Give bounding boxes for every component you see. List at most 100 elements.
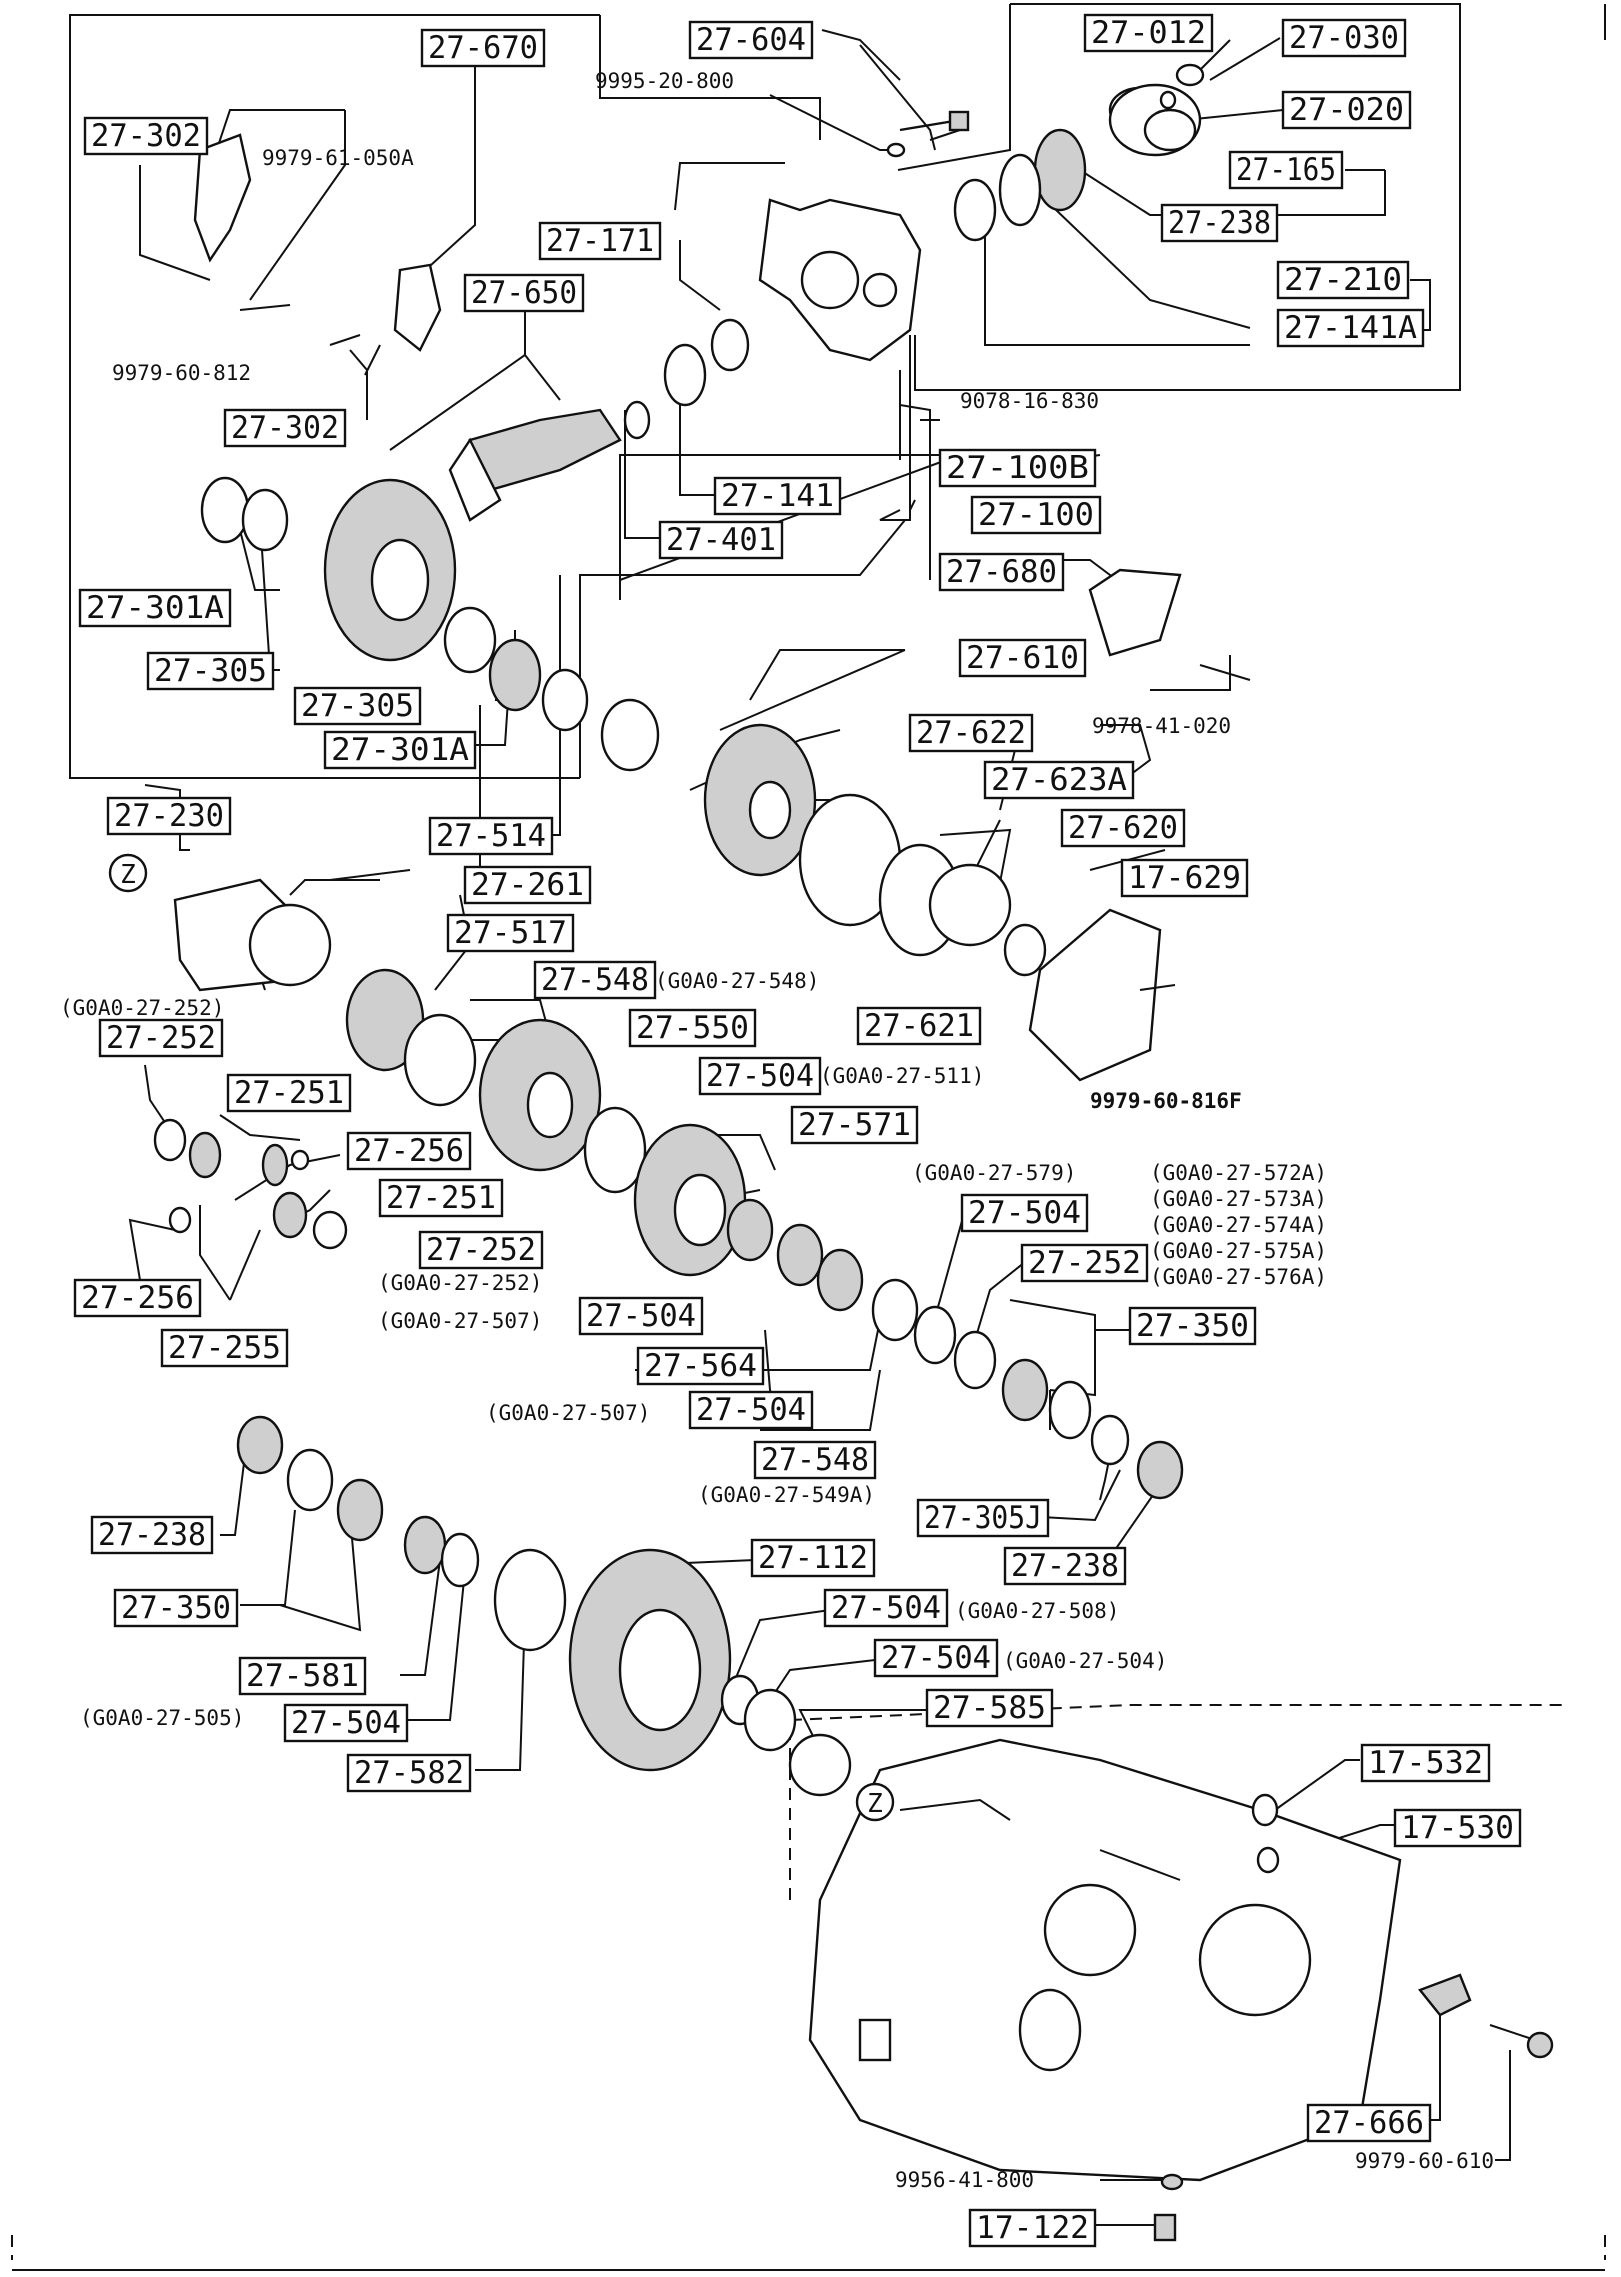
- part-label-27-305: 27-305: [293, 686, 422, 726]
- part-label-27-171: 27-171: [538, 221, 662, 261]
- part-label-text: 27-504: [831, 1590, 941, 1626]
- bracket-27-666-part: [1418, 1973, 1472, 2017]
- part-label-text: 27-514: [436, 818, 546, 854]
- plain-labels: 9995-20-800 9979-61-050A 9979-60-812 907…: [60, 69, 1494, 2192]
- part-label-box: [463, 273, 585, 313]
- part-label-box: [1120, 858, 1249, 898]
- part-label-box: [713, 476, 842, 516]
- part-label-box: [698, 1056, 822, 1096]
- part-label-text: 27-141: [721, 478, 834, 514]
- part-label-text: 27-305: [154, 653, 267, 689]
- part-label-text: 27-210: [1284, 262, 1402, 298]
- part-label-17-532: 17-532: [1360, 1743, 1491, 1783]
- part-label-box: [346, 1753, 472, 1793]
- part-label-box: [753, 1440, 877, 1480]
- pinion-27-255-part: [261, 1143, 289, 1187]
- part-label-text: 27-302: [231, 410, 339, 446]
- part-label-text: 17-122: [976, 2210, 1089, 2246]
- part-label-27-504: 27-504: [688, 1390, 814, 1430]
- part-label-27-030: 27-030: [1281, 18, 1407, 58]
- part-label-27-550: 27-550: [628, 1008, 757, 1048]
- part-label-box: [293, 686, 422, 726]
- part-label-text: 27-650: [471, 275, 577, 311]
- part-label-text: 27-305: [301, 688, 414, 724]
- part-label-27-301a: 27-301A: [323, 730, 477, 770]
- part-label-text: 27-238: [1011, 1548, 1119, 1584]
- drain-plug-17-122-part: [1153, 2213, 1177, 2242]
- part-label-box: [856, 1006, 982, 1046]
- bolt-9979-610-part: [1489, 2024, 1554, 2059]
- label-g0a0-27-508: (G0A0-27-508): [955, 1599, 1119, 1623]
- part-label-text: 27-100: [978, 497, 1094, 533]
- part-label-27-564: 27-564: [636, 1346, 765, 1386]
- part-label-text: 27-517: [454, 915, 567, 951]
- flange-27-012-part: [1108, 83, 1202, 157]
- bolt-9978-part: [1199, 664, 1251, 681]
- part-label-27-251: 27-251: [378, 1178, 504, 1218]
- part-label-box: [916, 1498, 1050, 1538]
- part-label-box: [106, 796, 232, 836]
- part-label-box: [283, 1703, 409, 1743]
- part-label-27-620: 27-620: [1060, 808, 1186, 848]
- part-label-text: 27-622: [916, 715, 1026, 751]
- part-label-box: [688, 20, 814, 60]
- part-label-27-112: 27-112: [750, 1538, 876, 1578]
- final-gear-27-112-part: [568, 1548, 732, 1772]
- part-label-box: [823, 1588, 949, 1628]
- part-label-27-141: 27-141: [713, 476, 842, 516]
- part-label-text: 27-256: [354, 1133, 464, 1169]
- shim-27-305J-part: [1090, 1414, 1130, 1466]
- part-label-27-252: 27-252: [1020, 1243, 1149, 1283]
- part-label-box: [78, 588, 232, 628]
- part-label-27-604: 27-604: [688, 20, 814, 60]
- part-label-text: 27-401: [666, 522, 776, 558]
- part-label-text: 27-165: [1236, 152, 1336, 188]
- part-label-box: [420, 28, 546, 68]
- diff-case-27-230-part: [173, 878, 332, 992]
- part-label-text: 27-255: [168, 1330, 281, 1366]
- part-label-box: [1281, 90, 1412, 130]
- part-label-box: [1128, 1306, 1257, 1346]
- ref-mark-z-top: [108, 853, 148, 893]
- part-label-text: 27-621: [864, 1008, 974, 1044]
- part-label-27-255: 27-255: [160, 1328, 289, 1368]
- part-label-box: [73, 1278, 202, 1318]
- washer-27-256a-part: [290, 1149, 310, 1171]
- part-label-text: 27-582: [354, 1755, 464, 1791]
- part-label-box: [983, 760, 1135, 800]
- part-label-box: [223, 408, 347, 448]
- label-g0a0-27-252-top: (G0A0-27-252): [60, 996, 224, 1020]
- part-label-text: 27-680: [946, 554, 1057, 590]
- label-g0a0-27-579: (G0A0-27-579): [912, 1161, 1076, 1185]
- label-9956-41-800: 9956-41-800: [895, 2168, 1034, 2192]
- part-label-27-650: 27-650: [463, 273, 585, 313]
- washer-27-252a-part: [153, 1118, 187, 1162]
- part-label-27-256: 27-256: [346, 1131, 472, 1171]
- part-label-text: 27-623A: [991, 762, 1127, 798]
- part-label-text: 27-238: [1168, 205, 1271, 241]
- bearing-27-564-part: [776, 1223, 824, 1287]
- part-label-box: [1393, 1808, 1522, 1848]
- part-label-text: 27-504: [291, 1705, 401, 1741]
- part-label-text: 27-504: [881, 1640, 991, 1676]
- ref-z-top-label: Z: [120, 860, 136, 890]
- part-label-27-581: 27-581: [238, 1656, 367, 1696]
- part-label-text: 27-581: [246, 1658, 359, 1694]
- part-label-text: 27-305J: [924, 1500, 1042, 1536]
- part-label-text: 27-261: [471, 867, 584, 903]
- part-label-box: [925, 1688, 1054, 1728]
- part-label-27-100b: 27-100B: [938, 448, 1097, 488]
- part-label-box: [533, 960, 657, 1000]
- part-label-box: [1060, 808, 1186, 848]
- part-label-text: 27-504: [968, 1195, 1081, 1231]
- part-label-box: [428, 816, 554, 856]
- part-label-27-621: 27-621: [856, 1006, 982, 1046]
- bearing-27-350a-part: [1001, 1358, 1049, 1422]
- part-label-27-301a: 27-301A: [78, 588, 232, 628]
- bracket-27-680-part: [1088, 568, 1182, 657]
- part-label-27-571: 27-571: [790, 1105, 919, 1145]
- part-label-box: [463, 865, 592, 905]
- part-label-box: [1276, 260, 1410, 300]
- part-label-box: [1306, 2103, 1432, 2143]
- bearing-27-620-part: [928, 863, 1012, 947]
